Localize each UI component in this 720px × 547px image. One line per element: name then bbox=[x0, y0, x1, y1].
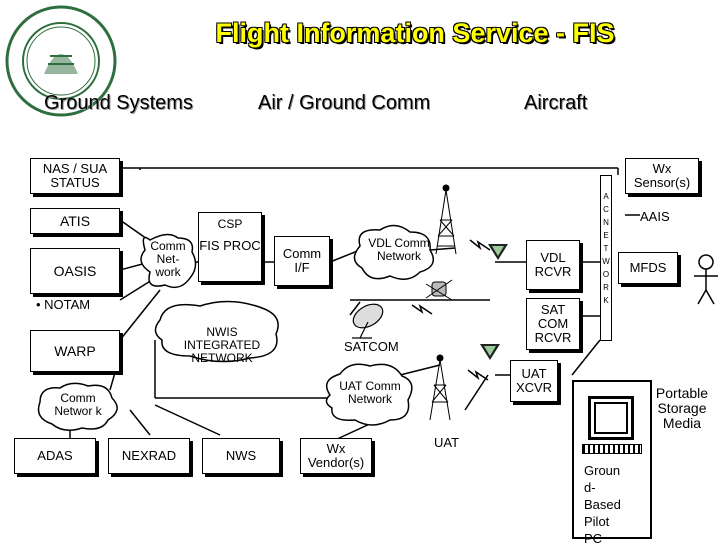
vdl-rcvr-box: VDL RCVR bbox=[526, 240, 580, 290]
atis-box: ATIS bbox=[30, 208, 120, 234]
csp-box: CSP FIS PROC bbox=[198, 212, 262, 282]
uat-antenna-icon bbox=[480, 344, 500, 360]
satellite-icon bbox=[425, 279, 453, 301]
pilot-figure-icon bbox=[694, 254, 718, 305]
nwis-integrated-network-label: NWIS INTEGRATED NETWORK bbox=[183, 325, 261, 365]
nexrad-box: NEXRAD bbox=[108, 438, 190, 474]
wx-vendor-box: Wx Vendor(s) bbox=[300, 438, 372, 474]
aais-label: AAIS bbox=[640, 209, 670, 224]
slide-title: Flight Information Service - FIS bbox=[215, 18, 615, 48]
keyboard-icon bbox=[582, 444, 642, 454]
university-seal-icon bbox=[5, 5, 117, 117]
pilot-pc: Groun d- Based Pilot PC bbox=[572, 380, 652, 546]
sat-com-rcvr-box: SAT COM RCVR bbox=[526, 298, 580, 350]
uat-comm-network-label: UAT Comm Network bbox=[339, 379, 401, 406]
satellite-dish-icon bbox=[352, 303, 384, 339]
aircraft-network-bus: A C N E T W O R K bbox=[600, 175, 612, 341]
warp-box: WARP bbox=[30, 330, 120, 372]
wx-sensor-box: Wx Sensor(s) bbox=[625, 158, 699, 194]
csp-label: CSP bbox=[217, 217, 243, 231]
vdl-antenna-icon bbox=[488, 244, 508, 260]
computer-monitor-icon bbox=[588, 396, 634, 440]
comm-network-top-label: Comm Net-work bbox=[150, 239, 186, 279]
portable-storage-media-label: Portable Storage Media bbox=[655, 385, 709, 431]
comm-network-bottom-label: Comm Networ k bbox=[54, 391, 102, 418]
fis-proc-label: FIS PROC bbox=[199, 238, 261, 253]
uat-xcvr-box: UAT XCVR bbox=[510, 360, 558, 402]
nws-box: NWS bbox=[202, 438, 280, 474]
adas-box: ADAS bbox=[14, 438, 96, 474]
column-air-ground-comm: Air / Ground Comm bbox=[258, 92, 431, 114]
satcom-label: SATCOM bbox=[344, 339, 399, 354]
nas-sua-status-box: NAS / SUA STATUS bbox=[30, 158, 120, 194]
comm-if-box: Comm I/F bbox=[274, 236, 330, 286]
mfds-box: MFDS bbox=[618, 252, 678, 284]
pilot-pc-label: Groun d- Based Pilot PC bbox=[584, 463, 621, 546]
vdl-comm-network-label: VDL Comm Network bbox=[368, 236, 430, 263]
oasis-box: OASIS bbox=[30, 248, 120, 294]
column-ground-systems: Ground Systems bbox=[44, 92, 193, 114]
notam-label: • NOTAM bbox=[36, 297, 91, 312]
uat-label: UAT bbox=[434, 435, 460, 450]
column-aircraft: Aircraft bbox=[524, 92, 588, 114]
